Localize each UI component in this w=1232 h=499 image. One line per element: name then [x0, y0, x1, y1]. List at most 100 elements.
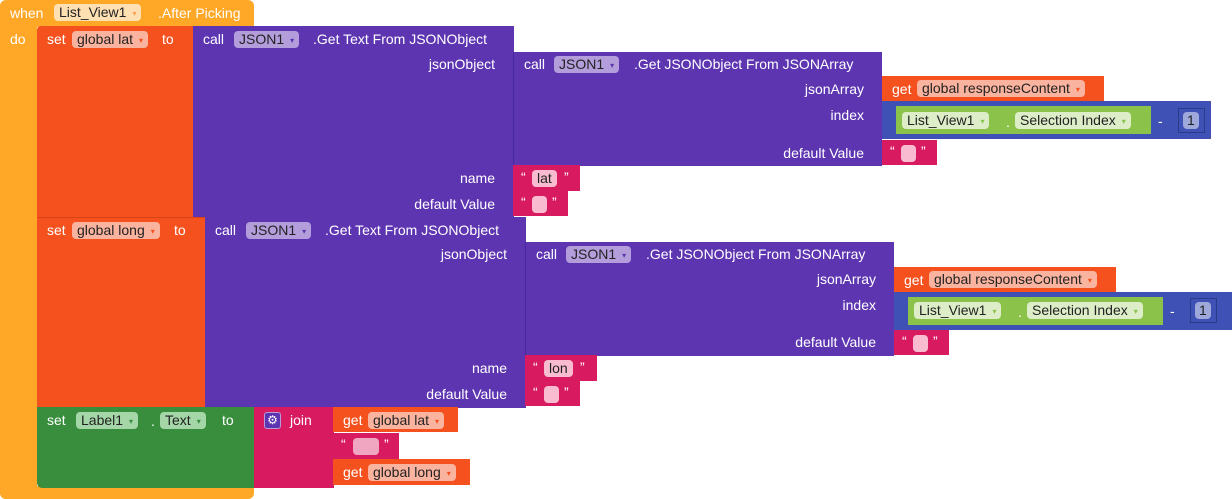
dropdown-arrow-icon: ▾ [1075, 84, 1080, 94]
dropdown-arrow-icon: ▾ [150, 226, 155, 236]
component-name: JSON1 [251, 222, 297, 238]
text-value: lat [537, 170, 552, 186]
component-name: List_View1 [59, 4, 127, 20]
listview-dropdown[interactable]: List_View1▾ [914, 302, 1002, 319]
dropdown-arrow-icon: ▾ [622, 250, 627, 260]
get-text-from-jsonobject-block[interactable] [205, 217, 526, 408]
listview-dropdown[interactable]: List_View1▾ [902, 112, 990, 129]
mutator-gear-icon[interactable]: ⚙ [264, 412, 281, 429]
index-label: index [842, 297, 876, 313]
default-value-label: default Value [414, 196, 495, 212]
variable-name: global lat [77, 31, 134, 47]
quote-close-icon: ” [552, 194, 557, 210]
number-field[interactable]: 1 [1183, 112, 1199, 129]
number-field[interactable]: 1 [1195, 302, 1211, 319]
dropdown-arrow-icon: ▾ [1121, 116, 1126, 126]
component-name: List_View1 [919, 302, 987, 318]
dropdown-arrow-icon: ▾ [446, 468, 451, 478]
text-field[interactable] [353, 438, 379, 455]
dropdown-arrow-icon: ▾ [139, 35, 144, 45]
get-label: get [343, 412, 363, 428]
name-label: name [459, 170, 495, 186]
variable-dropdown[interactable]: global long▾ [368, 464, 456, 481]
component-name: JSON1 [239, 31, 285, 47]
set-label-text-block[interactable] [37, 407, 255, 488]
variable-name: global lat [373, 412, 430, 428]
label-component-dropdown[interactable]: Label1 ▾ [76, 412, 139, 429]
number-value: 1 [1199, 302, 1207, 318]
quote-close-icon: ” [564, 384, 569, 400]
text-field[interactable] [913, 335, 928, 352]
dropdown-arrow-icon: ▾ [129, 416, 134, 426]
component-name: Label1 [81, 412, 124, 428]
dot-label: . [1018, 304, 1022, 320]
method-name: .Get JSONObject From JSONArray [646, 246, 866, 262]
to-label: to [222, 412, 234, 428]
dropdown-arrow-icon: ▾ [1133, 306, 1138, 316]
get-label: get [343, 464, 363, 480]
variable-dropdown[interactable]: global responseContent ▾ [929, 271, 1097, 288]
method-name: .Get Text From JSONObject [313, 31, 488, 47]
set-global-long-block[interactable] [37, 217, 206, 408]
json-component-dropdown[interactable]: JSON1▾ [234, 31, 300, 48]
do-label: do [10, 31, 26, 47]
variable-name: global responseContent [922, 80, 1070, 96]
quote-open-icon: “ [902, 333, 907, 349]
index-label: index [830, 107, 864, 123]
quote-close-icon: ” [384, 436, 389, 452]
to-label: to [162, 31, 174, 47]
quote-close-icon: ” [921, 143, 926, 159]
quote-open-icon: “ [521, 169, 526, 185]
text-field[interactable]: lat [532, 170, 557, 187]
jsonarray-label: jsonArray [804, 81, 864, 97]
event-block-body [0, 26, 37, 499]
quote-open-icon: “ [890, 143, 895, 159]
text-field[interactable] [532, 196, 547, 213]
quote-open-icon: “ [521, 194, 526, 210]
jsonobject-label: jsonObject [440, 246, 507, 262]
variable-dropdown[interactable]: global long▾ [72, 222, 160, 239]
set-global-lat-block[interactable] [37, 26, 194, 218]
text-field[interactable] [901, 145, 916, 162]
text-field[interactable] [544, 386, 559, 403]
dropdown-arrow-icon: ▾ [132, 8, 137, 18]
when-label: when [10, 5, 44, 21]
call-label: call [524, 56, 546, 72]
variable-dropdown[interactable]: global lat ▾ [72, 31, 149, 48]
dropdown-arrow-icon: ▾ [1087, 275, 1092, 285]
get-text-from-jsonobject-block[interactable] [193, 26, 514, 218]
text-value: lon [549, 360, 568, 376]
component-dropdown[interactable]: List_View1 ▾ [54, 4, 142, 21]
json-component-dropdown[interactable]: JSON1 ▾ [566, 246, 632, 263]
method-name: .Get JSONObject From JSONArray [634, 56, 854, 72]
variable-name: global responseContent [934, 271, 1082, 287]
variable-dropdown[interactable]: global lat ▾ [368, 412, 445, 429]
quote-close-icon: ” [564, 169, 569, 185]
set-label: set [47, 31, 66, 47]
call-label: call [203, 31, 225, 47]
method-name: .Get Text From JSONObject [325, 222, 500, 238]
property-dropdown[interactable]: Selection Index ▾ [1015, 112, 1131, 129]
name-label: name [471, 360, 507, 376]
component-name: JSON1 [571, 246, 617, 262]
event-block-bottom [0, 486, 254, 499]
minus-operator: - [1158, 113, 1163, 129]
json-component-dropdown[interactable]: JSON1 ▾ [246, 222, 312, 239]
dropdown-arrow-icon: ▾ [435, 416, 440, 426]
default-value-label: default Value [795, 334, 876, 350]
default-value-label: default Value [426, 386, 507, 402]
text-field[interactable]: lon [544, 360, 573, 377]
json-component-dropdown[interactable]: JSON1▾ [554, 56, 620, 73]
property-name: Selection Index [1032, 302, 1128, 318]
property-dropdown[interactable]: Selection Index ▾ [1027, 302, 1143, 319]
property-name: Selection Index [1020, 112, 1116, 128]
number-value: 1 [1187, 112, 1195, 128]
dropdown-arrow-icon: ▾ [302, 226, 307, 236]
property-dropdown[interactable]: Text▾ [160, 412, 206, 429]
call-label: call [536, 246, 558, 262]
dropdown-arrow-icon: ▾ [610, 60, 615, 70]
dot-label: . [1006, 114, 1010, 130]
set-label: set [47, 412, 66, 428]
variable-dropdown[interactable]: global responseContent ▾ [917, 80, 1085, 97]
event-name: .After Picking [158, 5, 241, 21]
